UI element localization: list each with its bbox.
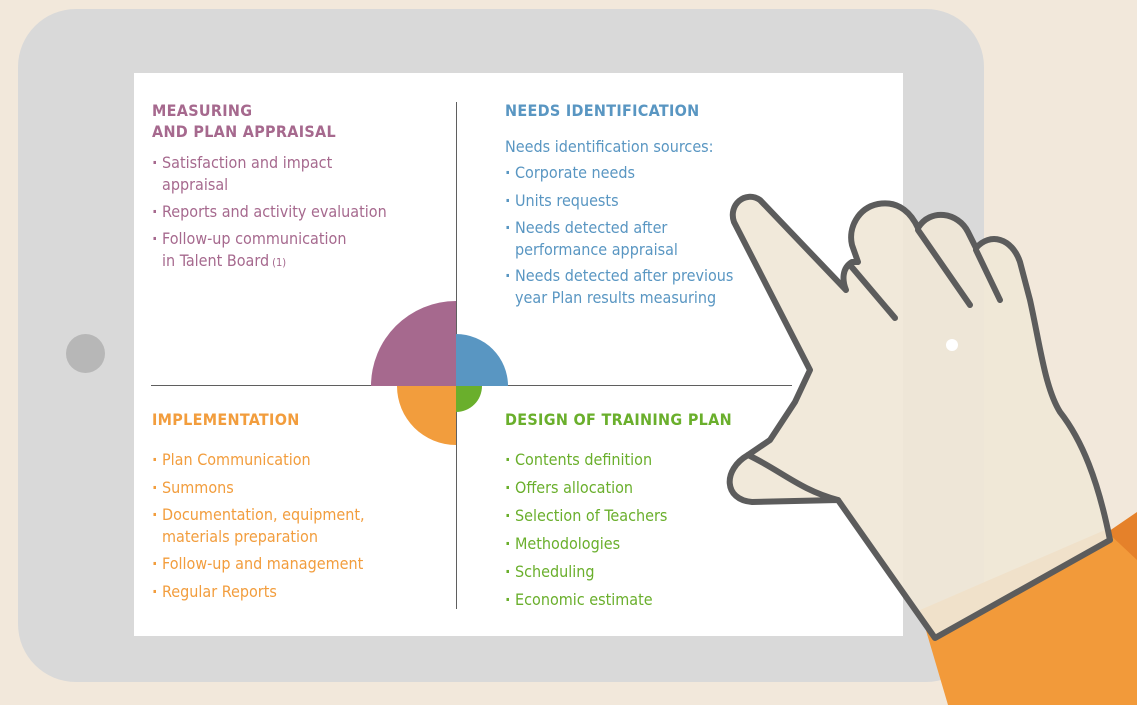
quadrant-needs: NEEDS IDENTIFICATION Needs identificatio… [505, 100, 805, 313]
list-item-text: performance appraisal [515, 240, 678, 259]
list-item: Reports and activity evaluation [152, 200, 442, 224]
tablet-screen: MEASURING AND PLAN APPRAISAL Satisfactio… [134, 73, 903, 636]
list-item: Scheduling [505, 560, 805, 584]
list-item: Selection of Teachers [505, 504, 805, 528]
list-item: Documentation, equipment, materials prep… [152, 504, 442, 548]
list-item: Follow-up and management [152, 552, 442, 576]
needs-title: NEEDS IDENTIFICATION [505, 101, 700, 120]
measuring-list: Satisfaction and impact appraisal Report… [152, 152, 442, 274]
quadrant-design: DESIGN OF TRAINING PLAN Contents definit… [505, 409, 805, 616]
quadrant-measuring: MEASURING AND PLAN APPRAISAL Satisfactio… [152, 100, 442, 278]
list-item-text: in Talent Board [162, 251, 270, 270]
list-item: Needs detected after performance apprais… [505, 217, 805, 261]
list-item: Contents definition [505, 448, 805, 472]
list-item-text: Offers allocation [515, 478, 634, 497]
list-item-text: Follow-up communication [162, 229, 347, 248]
needs-intro: Needs identification sources: [505, 137, 714, 156]
list-item-text: year Plan results measuring [515, 288, 717, 307]
needs-list: Corporate needs Units requests Needs det… [505, 161, 805, 309]
footnote-reference: (1) [272, 256, 287, 269]
list-item: Methodologies [505, 532, 805, 556]
list-item-text: Scheduling [515, 562, 595, 581]
implementation-title: IMPLEMENTATION [152, 410, 300, 429]
list-item-text: Needs detected after [515, 218, 668, 237]
list-item-text: Plan Communication [162, 450, 311, 469]
list-item: Corporate needs [505, 161, 805, 185]
list-item: Satisfaction and impact appraisal [152, 152, 442, 196]
list-item-text: materials preparation [162, 527, 318, 546]
list-item-text: Methodologies [515, 534, 621, 553]
list-item: Economic estimate [505, 588, 805, 612]
list-item-text: Satisfaction and impact [162, 153, 333, 172]
list-item: Plan Communication [152, 448, 442, 472]
measuring-title-line2: AND PLAN APPRAISAL [152, 122, 336, 141]
list-item-text: appraisal [162, 175, 229, 194]
list-item: Needs detected after previous year Plan … [505, 265, 805, 309]
list-item-text: Summons [162, 478, 234, 497]
list-item: Offers allocation [505, 476, 805, 500]
list-item-text: Units requests [515, 191, 619, 210]
list-item-text: Reports and activity evaluation [162, 202, 387, 221]
sleeve-dark [975, 512, 1137, 705]
wheel-arc-needs [456, 334, 508, 386]
list-item-text: Contents definition [515, 450, 653, 469]
tablet-frame: MEASURING AND PLAN APPRAISAL Satisfactio… [18, 9, 984, 682]
quadrant-wheel [371, 301, 508, 445]
quadrant-implementation: IMPLEMENTATION Plan Communication Summon… [152, 409, 442, 608]
list-item-text: Regular Reports [162, 582, 277, 601]
wheel-arc-measuring [371, 301, 456, 386]
list-item-text: Follow-up and management [162, 554, 364, 573]
design-title: DESIGN OF TRAINING PLAN [505, 410, 732, 429]
list-item: Follow-up communication in Talent Board(… [152, 228, 442, 274]
implementation-list: Plan Communication Summons Documentation… [152, 448, 442, 604]
design-list: Contents definition Offers allocation Se… [505, 448, 805, 612]
measuring-title: MEASURING AND PLAN APPRAISAL [152, 100, 442, 142]
list-item-text: Economic estimate [515, 590, 653, 609]
list-item-text: Corporate needs [515, 163, 636, 182]
measuring-title-line1: MEASURING [152, 101, 253, 120]
list-item-text: Selection of Teachers [515, 506, 668, 525]
list-item-text: Documentation, equipment, [162, 505, 365, 524]
list-item: Units requests [505, 189, 805, 213]
list-item-text: Needs detected after previous [515, 266, 734, 285]
wheel-arc-design [456, 386, 482, 412]
list-item: Summons [152, 476, 442, 500]
list-item: Regular Reports [152, 580, 442, 604]
home-button[interactable] [66, 334, 105, 373]
wheel-arc-implementation [397, 386, 456, 445]
